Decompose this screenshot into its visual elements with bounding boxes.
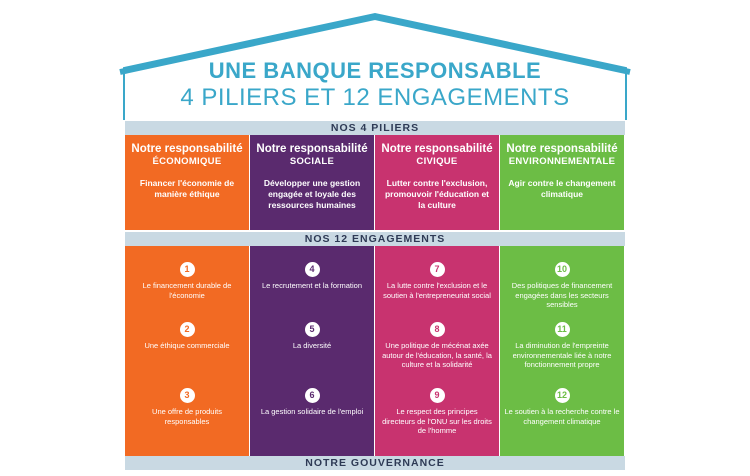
engagement-text: Le financement durable de l'économie	[142, 281, 232, 300]
pillar-civique: Notre responsabilité CIVIQUE Lutter cont…	[375, 135, 499, 230]
engagement-number: 4	[304, 262, 320, 277]
engagement-item: 3 Une offre de produits responsables	[125, 388, 249, 426]
engagement-text: Des politiques de financement engagées d…	[511, 281, 613, 309]
engagement-number: 2	[179, 322, 195, 337]
engagement-number: 3	[179, 388, 195, 403]
pillar-subtitle: ÉCONOMIQUE	[152, 156, 222, 167]
engagement-item: 1 Le financement durable de l'économie	[125, 262, 249, 300]
pillar-environnementale: Notre responsabilité ENVIRONNEMENTALE Ag…	[500, 135, 624, 230]
engagement-item: 2 Une éthique commerciale	[125, 322, 249, 351]
engagement-text: Une politique de mécénat axée autour de …	[382, 341, 492, 369]
engagement-number: 6	[304, 388, 320, 403]
pillar-title: Notre responsabilité	[381, 143, 493, 155]
engagement-number: 10	[554, 262, 570, 277]
pillar-description: Lutter contre l'exclusion, promouvoir l'…	[384, 178, 490, 210]
engagement-text: La diminution de l'empreinte environneme…	[512, 341, 612, 369]
engagement-item: 7 La lutte contre l'exclusion et le sout…	[375, 262, 499, 300]
engagement-item: 4 Le recrutement et la formation	[250, 262, 374, 291]
engagement-number: 9	[429, 388, 445, 403]
pillar-description: Agir contre le changement climatique	[508, 178, 616, 199]
pillar-subtitle: SOCIALE	[289, 156, 335, 167]
pillar-subtitle: CIVIQUE	[416, 156, 458, 167]
main-title: UNE BANQUE RESPONSABLE	[208, 58, 542, 83]
engagement-text: Le recrutement et la formation	[261, 281, 363, 290]
engagements-sociale: 4 Le recrutement et la formation 5 La di…	[250, 246, 374, 456]
house-roof	[119, 12, 631, 120]
engagement-text: Le respect des principes directeurs de l…	[382, 407, 492, 435]
engagement-item: 12 Le soutien à la recherche contre le c…	[500, 388, 624, 426]
engagement-number: 1	[179, 262, 195, 277]
engagement-item: 5 La diversité	[250, 322, 374, 351]
pillar-title: Notre responsabilité	[256, 143, 368, 155]
band-piliers: NOS 4 PILIERS	[125, 121, 625, 135]
engagement-text: Une éthique commerciale	[144, 341, 230, 350]
engagements-civique: 7 La lutte contre l'exclusion et le sout…	[375, 246, 499, 456]
pillar-title: Notre responsabilité	[506, 143, 618, 155]
engagement-item: 9 Le respect des principes directeurs de…	[375, 388, 499, 436]
pillar-title: Notre responsabilité	[131, 143, 243, 155]
engagements-economique: 1 Le financement durable de l'économie 2…	[125, 246, 249, 456]
engagement-number: 8	[429, 322, 445, 337]
engagement-number: 7	[429, 262, 445, 277]
engagement-text: La diversité	[292, 341, 332, 350]
engagement-text: Une offre de produits responsables	[152, 407, 222, 426]
band-engagements: NOS 12 ENGAGEMENTS	[125, 232, 625, 246]
engagements-environnementale: 10 Des politiques de financement engagée…	[500, 246, 624, 456]
engagement-item: 6 La gestion solidaire de l'emploi	[250, 388, 374, 417]
pillar-description: Développer une gestion engagée et loyale…	[263, 178, 361, 210]
engagement-item: 11 La diminution de l'empreinte environn…	[500, 322, 624, 370]
pillar-sociale: Notre responsabilité SOCIALE Développer …	[250, 135, 374, 230]
subtitle: 4 PILIERS ET 12 ENGAGEMENTS	[180, 84, 570, 111]
pillar-subtitle: ENVIRONNEMENTALE	[508, 156, 616, 167]
engagement-item: 8 Une politique de mécénat axée autour d…	[375, 322, 499, 370]
engagement-text: La lutte contre l'exclusion et le soutie…	[383, 281, 491, 300]
pillar-description: Financer l'économie de manière éthique	[139, 178, 235, 199]
engagement-number: 12	[554, 388, 570, 403]
engagement-text: Le soutien à la recherche contre le chan…	[504, 407, 620, 426]
pillar-economique: Notre responsabilité ÉCONOMIQUE Financer…	[125, 135, 249, 230]
engagement-number: 11	[554, 322, 570, 337]
engagement-number: 5	[304, 322, 320, 337]
band-gouvernance: NOTRE GOUVERNANCE	[125, 456, 625, 470]
engagement-text: La gestion solidaire de l'emploi	[260, 407, 364, 416]
engagement-item: 10 Des politiques de financement engagée…	[500, 262, 624, 310]
